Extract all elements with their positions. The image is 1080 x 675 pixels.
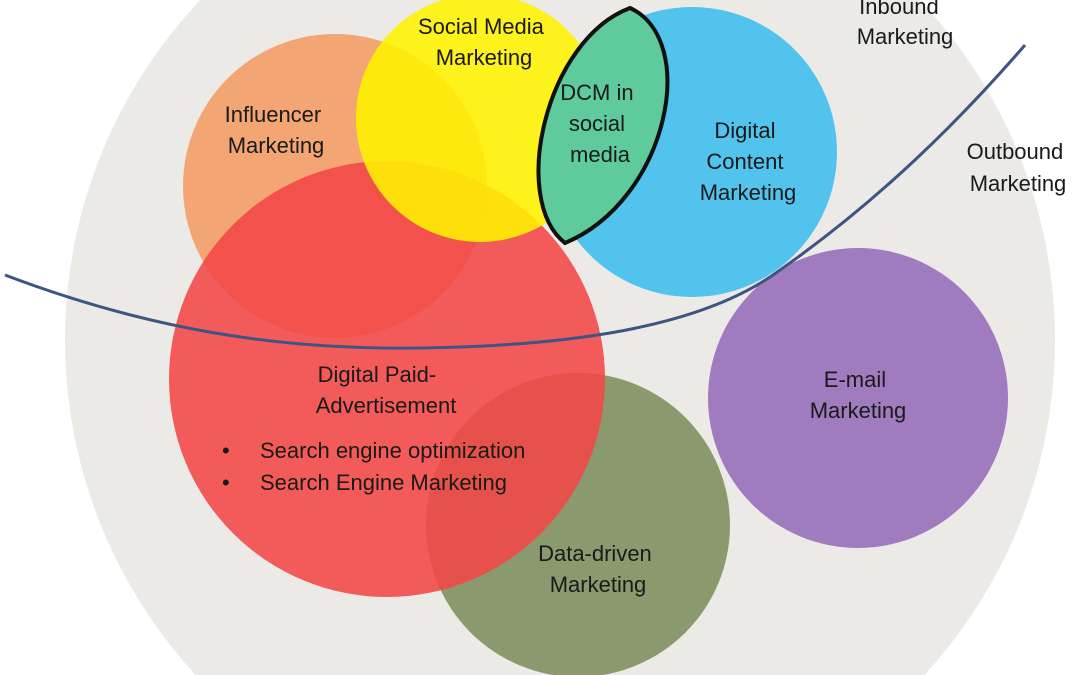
social-media-label: Social Media Marketing xyxy=(418,14,550,70)
dcm-lens xyxy=(536,5,670,246)
paid-ad-bullet-1: • Search engine optimization xyxy=(222,438,525,463)
email-label: E-mail Marketing xyxy=(810,367,907,423)
content-label: Digital Content Marketing xyxy=(700,118,797,205)
influencer-label: Influencer Marketing xyxy=(225,102,328,158)
paid-ad-label: Digital Paid- Advertisement xyxy=(316,362,457,418)
paid-ad-circle xyxy=(169,161,605,597)
inbound-outbound-divider xyxy=(4,44,1027,350)
outbound-label: Outbound Marketing xyxy=(967,139,1070,196)
dcm-label: DCM in social media xyxy=(560,80,639,167)
inbound-label: Inbound Marketing xyxy=(857,0,954,49)
data-driven-label: Data-driven Marketing xyxy=(538,541,658,597)
paid-ad-bullet-2: • Search Engine Marketing xyxy=(222,470,507,495)
email-circle xyxy=(708,248,1008,548)
